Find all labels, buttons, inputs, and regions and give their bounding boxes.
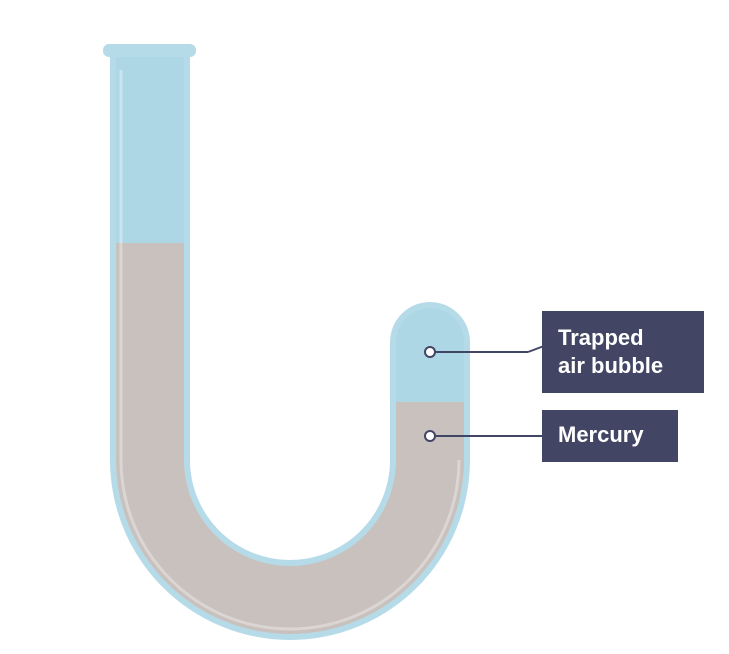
mercury-pointer [424, 430, 544, 442]
trapped-air-leader-slant [527, 345, 545, 353]
mercury-column [116, 243, 464, 634]
glass-highlight [119, 70, 461, 631]
air-column-long-arm [116, 57, 184, 243]
mercury-label-text: Mercury [558, 422, 644, 447]
tube-rim [103, 44, 196, 57]
trapped-air-label-line1: Trapped [558, 325, 644, 350]
trapped-air-label-line2: air bubble [558, 353, 664, 378]
trapped-air-bubble-label: Trapped air bubble [542, 311, 704, 393]
trapped-air-marker-dot [424, 346, 436, 358]
trapped-air-pointer [424, 345, 545, 358]
mercury-marker-dot [424, 430, 436, 442]
mercury-label: Mercury [542, 410, 678, 462]
